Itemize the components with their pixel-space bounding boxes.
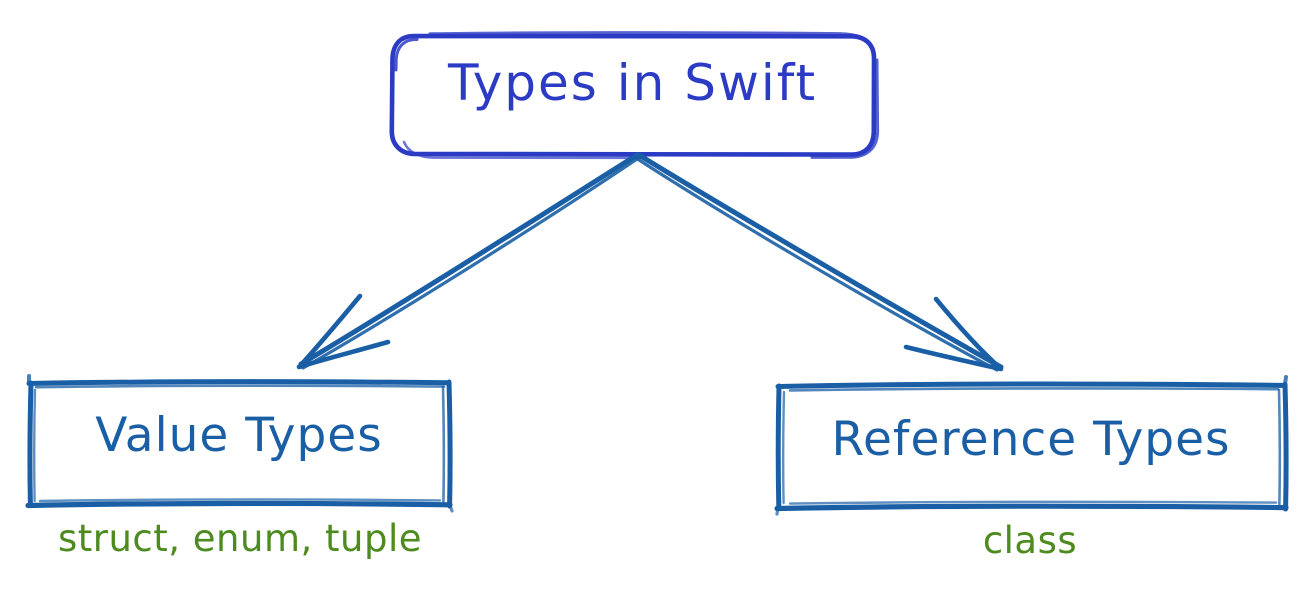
value-types-label: Value Types (95, 408, 383, 463)
arrow-to-reference-types[interactable] (634, 152, 1004, 372)
root-node-shape[interactable] (389, 31, 880, 160)
value-types-caption: struct, enum, tuple (57, 517, 423, 560)
reference-types-caption: class (982, 519, 1078, 562)
root-node-label: Types in Swift (447, 54, 818, 112)
value-types-box-shape[interactable] (25, 374, 454, 513)
reference-types-label: Reference Types (831, 412, 1231, 467)
arrow-to-value-types[interactable] (296, 152, 642, 370)
reference-types-box-shape[interactable] (774, 375, 1289, 516)
